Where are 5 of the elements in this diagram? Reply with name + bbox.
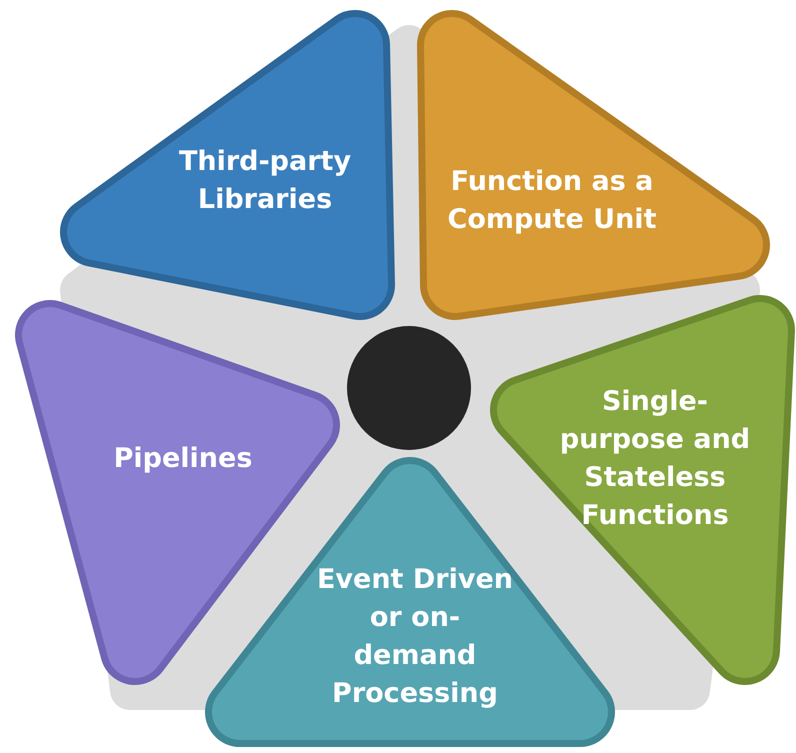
petal-label: Single-purpose and Stateless Functions xyxy=(558,385,752,533)
petal-label: Third-party Libraries xyxy=(178,145,352,217)
petal-label: Event Driven or on-demand Processing xyxy=(316,563,514,711)
petal-label: Function as a Compute Unit xyxy=(446,165,658,237)
petal-label: Pipelines xyxy=(112,442,254,476)
